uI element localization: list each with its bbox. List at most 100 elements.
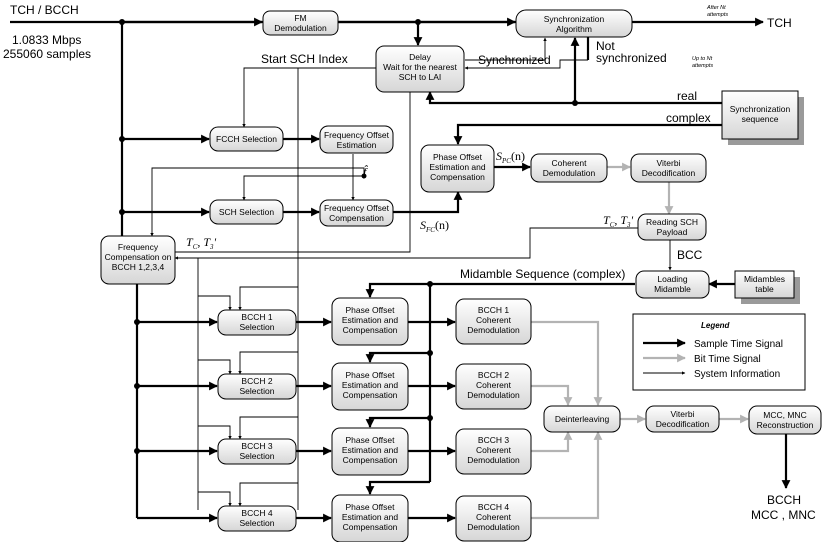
svg-text:Coherent: Coherent <box>476 512 512 522</box>
frequency-compensation-bcch-block: Frequency Compensation on BCCH 1,2,3,4 <box>100 235 176 285</box>
synchronization-algorithm-block: Synchronization Algorithm <box>515 9 633 38</box>
start-sch-index-label: Start SCH Index <box>261 52 348 66</box>
midamble-to-phase3-arrow <box>365 416 430 428</box>
coh4-to-deint-arrow <box>531 431 603 520</box>
phase-offset-1-block: Phase Offset Estimation and Compensation <box>331 297 409 346</box>
midamble-to-phase4-arrow <box>365 480 430 495</box>
phase-offset-3-block: Phase Offset Estimation and Compensation <box>331 427 409 476</box>
legend-title: Legend <box>701 321 731 330</box>
svg-text:Loading: Loading <box>657 274 688 284</box>
svg-text:Phase Offset: Phase Offset <box>346 305 396 315</box>
s-fc-label: SFC(n) <box>420 218 449 234</box>
svg-text:Frequency Offset: Frequency Offset <box>324 130 390 140</box>
junction-dots <box>119 19 578 454</box>
tc-to-bcch3-arrow <box>198 425 232 440</box>
svg-text:SCH Selection: SCH Selection <box>219 207 275 217</box>
synchronization-sequence-block: Synchronization sequence <box>721 90 804 145</box>
svg-text:Estimation: Estimation <box>337 140 377 150</box>
svg-text:BCCH 4: BCCH 4 <box>241 508 272 518</box>
after-attempts-label-2: attempts <box>707 12 728 18</box>
svg-text:Delay: Delay <box>409 52 431 62</box>
svg-text:sequence: sequence <box>742 114 779 124</box>
svg-text:Demodulation: Demodulation <box>467 325 520 335</box>
svg-text:FCCH Selection: FCCH Selection <box>216 134 277 144</box>
svg-text:Selection: Selection <box>240 518 275 528</box>
not-synchronized-label-2: synchronized <box>596 51 667 65</box>
complex-to-phase-arrow <box>453 123 722 145</box>
svg-text:Coherent: Coherent <box>476 380 512 390</box>
svg-text:Phase Offset: Phase Offset <box>346 370 396 380</box>
svg-text:table: table <box>755 284 774 294</box>
svg-text:Demodulation: Demodulation <box>467 390 520 400</box>
bcch4-coherent-block: BCCH 4 Coherent Demodulation <box>455 495 532 542</box>
svg-text:Compensation: Compensation <box>430 172 485 182</box>
svg-text:Viterbi: Viterbi <box>657 158 681 168</box>
svg-text:Phase Offset: Phase Offset <box>346 502 396 512</box>
svg-text:Demodulation: Demodulation <box>467 455 520 465</box>
sample-time-connections <box>10 17 764 523</box>
svg-text:Selection: Selection <box>240 322 275 332</box>
phase-offset-4-block: Phase Offset Estimation and Compensation <box>331 494 409 542</box>
bcch3-coherent-block: BCCH 3 Coherent Demodulation <box>455 428 532 475</box>
svg-text:Midambles: Midambles <box>744 274 785 284</box>
bcch1-selection-block: BCCH 1 Selection <box>217 309 297 336</box>
svg-text:Frequency: Frequency <box>118 242 159 252</box>
svg-text:MCC, MNC: MCC, MNC <box>763 410 806 420</box>
svg-text:Coherent: Coherent <box>476 315 512 325</box>
svg-text:BCCH 4: BCCH 4 <box>478 502 509 512</box>
fcch-selection-block: FCCH Selection <box>209 126 284 152</box>
complex-label: complex <box>666 111 711 125</box>
svg-text:Decodification: Decodification <box>642 168 696 178</box>
tc-to-bcch2-arrow <box>198 359 232 375</box>
svg-text:Reconstruction: Reconstruction <box>757 420 814 430</box>
viterbi-top-block: Viterbi Decodification <box>630 153 707 183</box>
input-source-label: TCH / BCCH <box>10 3 79 17</box>
input-samples-label: 255060 samples <box>3 47 91 61</box>
synchronized-label: Synchronized <box>478 53 551 67</box>
not-sync-to-delay-arrow <box>464 59 588 70</box>
svg-text:Estimation and: Estimation and <box>342 380 398 390</box>
not-synchronized-label-1: Not <box>596 39 615 53</box>
delay-feedback-line <box>175 92 411 253</box>
svg-text:SCH to LAI: SCH to LAI <box>399 72 442 82</box>
frequency-offset-compensation-block: Frequency Offset Compensation <box>319 199 394 227</box>
tc-to-bcch4-arrow <box>198 491 232 507</box>
bcch1-coherent-block: BCCH 1 Coherent Demodulation <box>455 298 532 345</box>
bcch2-selection-block: BCCH 2 Selection <box>217 373 297 400</box>
delay-block: Delay Wait for the nearest SCH to LAI <box>375 45 465 93</box>
tc-t3-left-label: TC, T3' <box>186 235 217 251</box>
mcc-mnc-reconstruction-block: MCC, MNC Reconstruction <box>748 405 822 435</box>
fm-demodulation-block: FM Demodulation <box>262 10 339 36</box>
midambles-table-block: Midambles table <box>734 270 800 304</box>
coh1-to-deint-arrow <box>531 320 603 406</box>
up-to-attempts-label-1: Up to Nt <box>692 56 713 62</box>
payload-to-bcch-arrow <box>174 227 638 260</box>
tc-t3-top-label: TC, T3' <box>603 213 634 229</box>
svg-text:Coherent: Coherent <box>476 445 512 455</box>
svg-text:Algorithm: Algorithm <box>556 24 592 34</box>
midamble-to-phase1-arrow <box>365 282 635 298</box>
svg-text:Decodification: Decodification <box>656 419 710 429</box>
svg-text:BCCH 1: BCCH 1 <box>478 305 509 315</box>
svg-text:BCCH 1,2,3,4: BCCH 1,2,3,4 <box>112 262 165 272</box>
f-hat-label: f̂ <box>363 164 368 179</box>
bcch2-coherent-block: BCCH 2 Coherent Demodulation <box>455 363 532 410</box>
svg-text:BCCH 3: BCCH 3 <box>241 441 272 451</box>
tch-output-label: TCH <box>767 16 792 30</box>
svg-text:Demodulation: Demodulation <box>274 23 327 33</box>
mcc-mnc-output-label: MCC , MNC <box>751 508 816 522</box>
phase-offset-2-block: Phase Offset Estimation and Compensation <box>331 362 409 411</box>
legend-item-bit: Bit Time Signal <box>694 354 761 365</box>
svg-text:Selection: Selection <box>240 451 275 461</box>
fhat-to-sch-arrow <box>242 175 364 201</box>
s-pc-label: SPC(n) <box>496 149 525 165</box>
reading-sch-payload-block: Reading SCH Payload <box>637 213 707 241</box>
legend: Legend Sample Time Signal Bit Time Signa… <box>632 313 806 391</box>
coh3-to-deint-arrow <box>531 431 573 453</box>
midamble-sequence-label: Midamble Sequence (complex) <box>460 267 625 281</box>
bcch4-selection-block: BCCH 4 Selection <box>217 505 297 532</box>
frequency-offset-estimation-block: Frequency Offset Estimation <box>319 125 394 154</box>
svg-text:Payload: Payload <box>657 227 688 237</box>
coherent-demodulation-block: Coherent Demodulation <box>530 153 608 183</box>
phase-offset-top-block: Phase Offset Estimation and Compensation <box>420 144 495 193</box>
